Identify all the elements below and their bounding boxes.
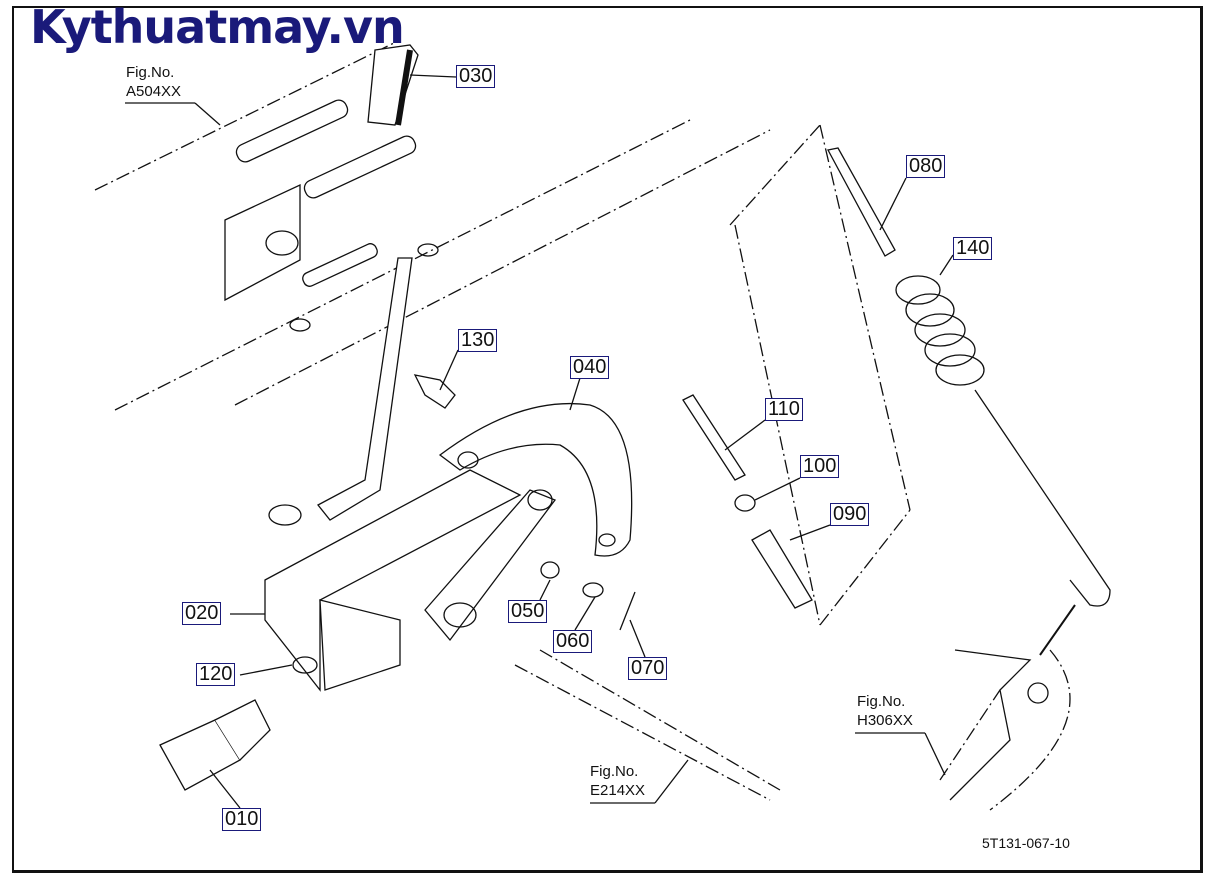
callout-130[interactable]: 130 (458, 329, 498, 352)
callout-050[interactable]: 050 (508, 600, 548, 623)
callout-090[interactable]: 090 (830, 503, 870, 526)
leader-lines (125, 74, 954, 809)
callout-120[interactable]: 120 (196, 663, 236, 686)
fig-ref-h306xx: Fig.No. H306XX (857, 692, 913, 730)
callout-040[interactable]: 040 (570, 356, 610, 379)
fig-ref-e214xx: Fig.No. E214XX (590, 762, 645, 800)
watermark-logo: Kythuatmay.vn (30, 0, 405, 54)
callout-100[interactable]: 100 (800, 455, 840, 478)
drawing-code: 5T131-067-10 (982, 835, 1070, 851)
fig-label: Fig.No. (126, 64, 175, 81)
fig-label: Fig.No. (857, 693, 906, 710)
callout-110[interactable]: 110 (765, 398, 803, 421)
callout-070[interactable]: 070 (628, 657, 668, 680)
callout-020[interactable]: 020 (182, 602, 222, 625)
callout-030[interactable]: 030 (456, 65, 496, 88)
spring (895, 275, 1111, 607)
fig-code: E214XX (590, 782, 646, 799)
fig-code: H306XX (857, 712, 913, 729)
fig-ref-a504xx: Fig.No. A504XX (126, 63, 181, 101)
callout-080[interactable]: 080 (906, 155, 946, 178)
fig-label: Fig.No. (590, 763, 639, 780)
lever-knob (367, 44, 419, 126)
fig-code: A504XX (126, 83, 182, 100)
callout-140[interactable]: 140 (953, 237, 993, 260)
callout-010[interactable]: 010 (222, 808, 262, 831)
callout-060[interactable]: 060 (553, 630, 593, 653)
